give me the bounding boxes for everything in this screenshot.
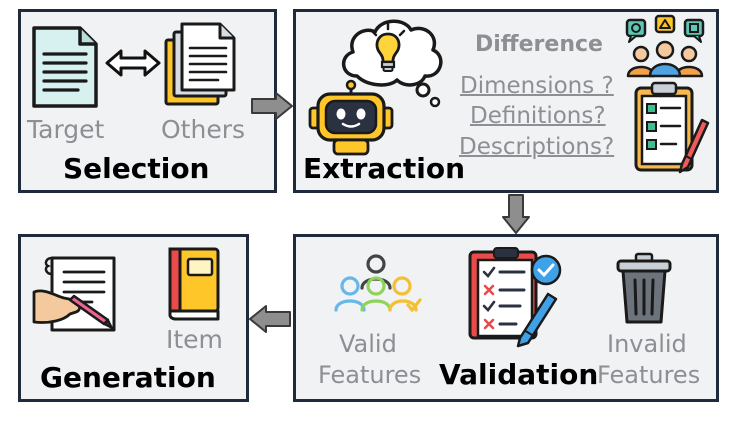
trash-bin-icon [616,252,672,324]
invalid-label-line2: Features [597,361,701,389]
arrow-right-icon [251,92,293,120]
validation-title: Validation [439,358,599,391]
target-label: Target [27,115,105,144]
book-icon [168,247,220,321]
people-check-icon [334,254,422,313]
lightbulb-icon [370,22,406,72]
arrow-left-icon [249,305,291,333]
selection-title: Selection [63,152,210,185]
difference-heading: Difference [475,32,603,57]
others-label: Others [161,115,246,144]
question-dimensions: Dimensions ? [460,73,614,99]
double-arrow-icon [105,49,161,77]
robot-icon [308,79,394,156]
writing-hand-icon [32,256,116,332]
question-definitions: Definitions? [470,103,606,129]
validation-checklist-icon [468,247,562,348]
invalid-label-line1: Invalid [607,330,687,358]
item-label: Item [166,325,223,354]
generation-title: Generation [40,361,216,394]
question-descriptions: Descriptions? [459,134,615,160]
team-discussion-icon [625,14,705,78]
arrow-down-icon [502,194,530,234]
valid-label-line1: Valid [339,330,397,358]
valid-label-line2: Features [318,361,422,389]
clipboard-checklist-icon [634,81,710,174]
target-document-icon [32,26,98,108]
others-documents-icon [164,22,236,106]
extraction-title: Extraction [303,152,466,185]
